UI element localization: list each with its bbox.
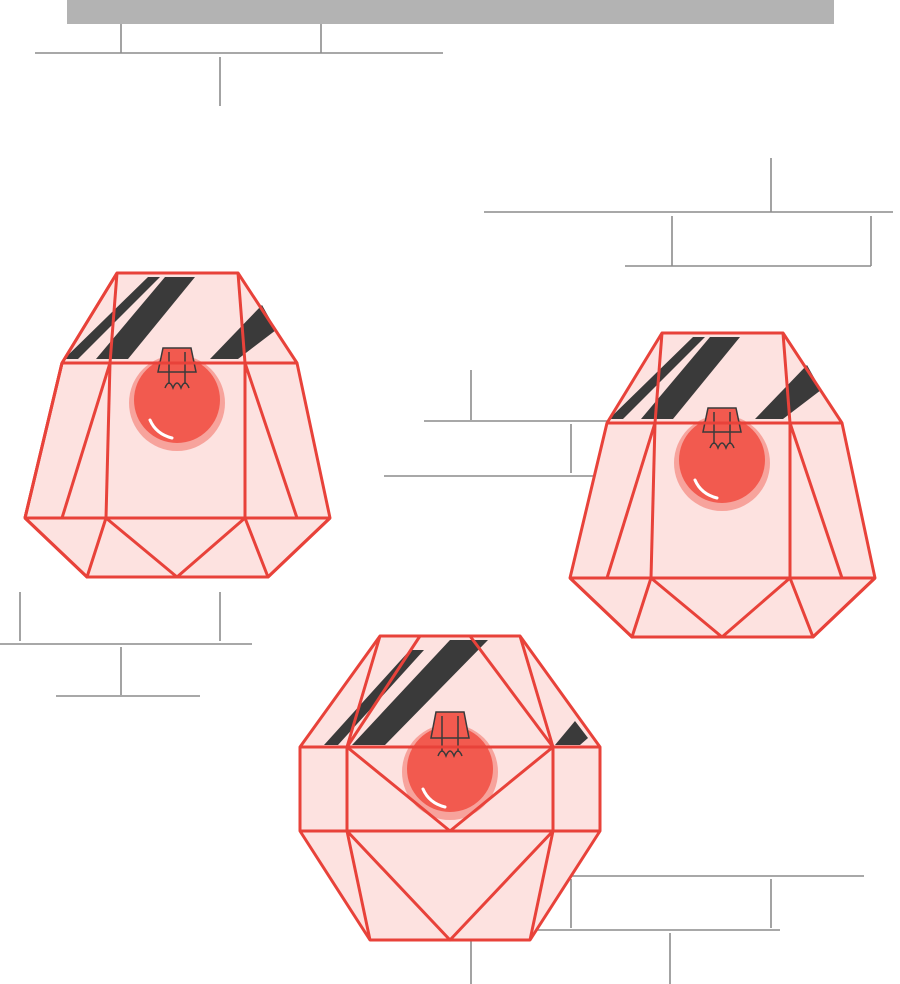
geometric-pendant-lamp-icon — [298, 634, 602, 942]
light-bulb-icon — [674, 407, 770, 511]
geometric-pendant-lamp-icon — [23, 271, 332, 579]
geometric-pendant-lamp-icon — [568, 331, 877, 639]
light-bulb-icon — [129, 347, 225, 451]
ceiling-bar — [67, 0, 834, 24]
